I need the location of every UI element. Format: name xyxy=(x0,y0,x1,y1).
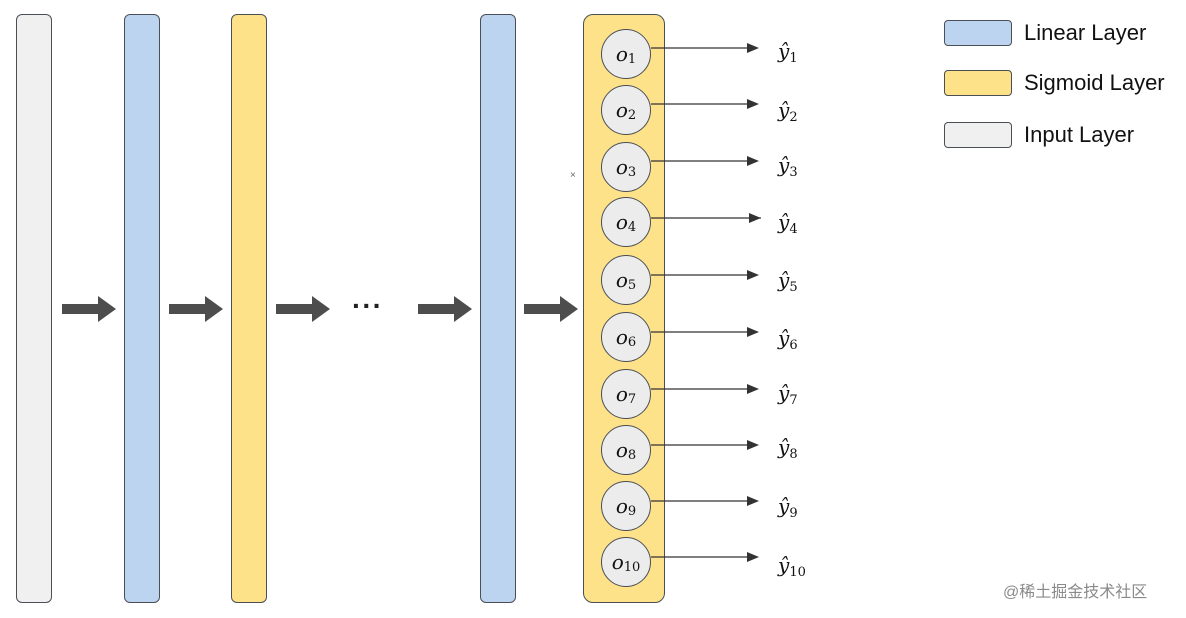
linear-layer-bar-2 xyxy=(480,14,516,603)
output-label: ŷ6 xyxy=(778,323,798,353)
neuron-index: 1 xyxy=(627,51,637,67)
neuron-symbol: o xyxy=(611,550,624,574)
output-label: ŷ4 xyxy=(778,207,798,237)
output-label-index: 8 xyxy=(789,447,798,462)
neuron-index: 9 xyxy=(627,503,637,519)
legend-item-input: Input Layer xyxy=(944,120,1134,150)
legend-swatch-sigmoid xyxy=(944,70,1012,96)
output-arrow-icon xyxy=(651,43,759,53)
output-arrow-icon xyxy=(651,327,759,337)
output-label: ŷ10 xyxy=(778,550,806,580)
neuron-index: 2 xyxy=(627,107,637,123)
neuron-index: 6 xyxy=(627,334,637,350)
output-label-symbol: ŷ xyxy=(778,268,790,292)
output-label: ŷ8 xyxy=(778,432,798,462)
legend-label: Linear Layer xyxy=(1024,20,1147,45)
neuron-symbol: o xyxy=(615,42,628,66)
output-arrow-icon xyxy=(651,440,759,450)
output-label-index: 1 xyxy=(789,51,798,66)
output-label: ŷ1 xyxy=(778,36,798,66)
legend-swatch-input xyxy=(944,122,1012,148)
output-label-index: 5 xyxy=(789,280,798,295)
neuron-symbol: o xyxy=(615,268,628,292)
thick-arrow-icon xyxy=(418,296,472,322)
output-arrow-icon xyxy=(651,384,759,394)
stray-mark: × xyxy=(570,170,576,181)
neuron-symbol: o xyxy=(615,382,628,406)
legend-swatch-linear xyxy=(944,20,1012,46)
neuron-index: 5 xyxy=(627,277,637,293)
output-label-symbol: ŷ xyxy=(778,381,790,405)
ellipsis: ··· xyxy=(352,290,383,321)
output-label: ŷ3 xyxy=(778,150,798,180)
output-label-symbol: ŷ xyxy=(778,39,790,63)
output-label-symbol: ŷ xyxy=(778,435,790,459)
thick-arrow-icon xyxy=(276,296,330,322)
input-layer-bar xyxy=(16,14,52,603)
legend-item-sigmoid: Sigmoid Layer xyxy=(944,68,1165,98)
legend-label: Sigmoid Layer xyxy=(1024,70,1165,95)
output-label-symbol: ŷ xyxy=(778,553,790,577)
output-label-symbol: ŷ xyxy=(778,210,790,234)
output-label-symbol: ŷ xyxy=(778,494,790,518)
output-arrow-icon xyxy=(651,552,759,562)
output-label: ŷ7 xyxy=(778,378,798,408)
output-label-index: 7 xyxy=(789,393,798,408)
output-label-index: 6 xyxy=(789,338,798,353)
neuron-index: 3 xyxy=(627,164,637,180)
output-label: ŷ2 xyxy=(778,95,798,125)
neuron-symbol: o xyxy=(615,210,628,234)
thick-arrow-icon xyxy=(62,296,116,322)
neuron-symbol: o xyxy=(615,98,628,122)
output-label-index: 3 xyxy=(789,165,798,180)
neuron-symbol: o xyxy=(615,155,628,179)
output-arrow-icon xyxy=(651,270,759,280)
output-label: ŷ9 xyxy=(778,491,798,521)
legend-item-linear: Linear Layer xyxy=(944,18,1146,48)
output-label: ŷ5 xyxy=(778,265,798,295)
output-arrow-icon xyxy=(651,156,759,166)
output-arrow-icon xyxy=(651,213,761,223)
output-label-index: 4 xyxy=(789,222,798,237)
neuron-index: 8 xyxy=(627,447,637,463)
neuron-symbol: o xyxy=(615,325,628,349)
neuron-index: 10 xyxy=(623,559,641,575)
watermark: @稀土掘金技术社区 xyxy=(1003,584,1148,601)
sigmoid-layer-bar-1 xyxy=(231,14,267,603)
output-label-symbol: ŷ xyxy=(778,153,790,177)
output-label-index: 2 xyxy=(789,110,798,125)
linear-layer-bar-1 xyxy=(124,14,160,603)
output-label-index: 10 xyxy=(789,565,806,580)
output-label-symbol: ŷ xyxy=(778,98,790,122)
output-arrow-icon xyxy=(651,496,759,506)
legend-label: Input Layer xyxy=(1024,122,1135,147)
output-arrow-icon xyxy=(651,99,759,109)
output-label-index: 9 xyxy=(789,506,798,521)
neuron-index: 4 xyxy=(627,219,637,235)
neuron-index: 7 xyxy=(627,391,637,407)
output-label-symbol: ŷ xyxy=(778,326,790,350)
neuron-symbol: o xyxy=(615,494,628,518)
neuron-symbol: o xyxy=(615,438,628,462)
thick-arrow-icon xyxy=(524,296,578,322)
thick-arrow-icon xyxy=(169,296,223,322)
